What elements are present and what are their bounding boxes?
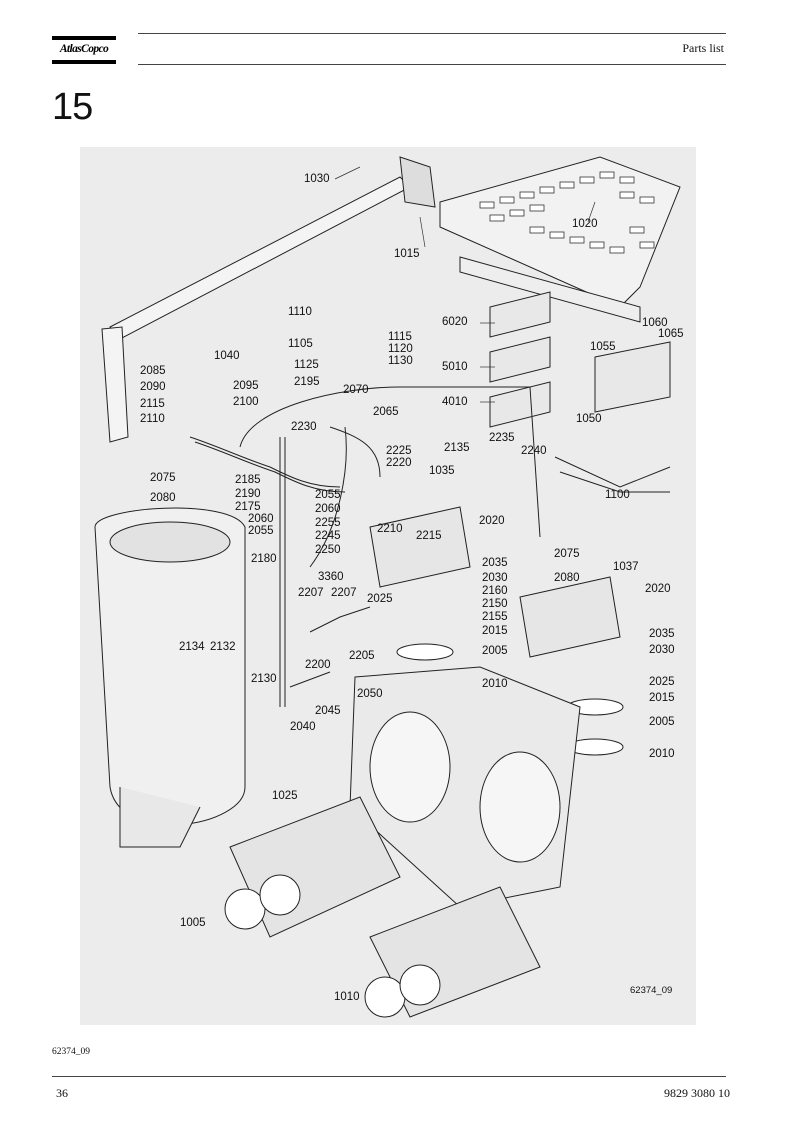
page-number: 36 [56,1086,68,1100]
callout-2015-right: 2015 [649,692,675,704]
callout-2090: 2090 [140,381,166,393]
callout-2235: 2235 [489,432,515,444]
callout-2180: 2180 [251,553,277,565]
callout-1005: 1005 [180,917,206,929]
callout-1035: 1035 [429,465,455,477]
callout-2175: 2175 [235,501,261,513]
callout-2025: 2025 [367,593,393,605]
page-title: Parts list [682,41,724,55]
callout-1050: 1050 [576,413,602,425]
callout-1125: 1125 [294,359,319,371]
parts-illustration [94,156,681,1018]
callout-2015: 2015 [482,625,508,637]
callout-1120: 1120 [388,343,413,355]
callout-1105: 1105 [288,338,313,350]
callout-2060-mid: 2060 [315,503,341,515]
callout-2080: 2080 [150,492,176,504]
footer-rule [52,1076,726,1077]
callout-1130: 1130 [388,355,413,367]
logo-text: AtlasCopco [59,43,109,55]
header-rule-bottom [138,64,726,65]
callout-2035: 2035 [482,557,508,569]
callout-2025-right: 2025 [649,676,675,688]
section-number: 15 [52,86,93,128]
callout-2080-right: 2080 [554,572,580,584]
callout-2030-right: 2030 [649,644,675,656]
callout-1020: 1020 [572,218,598,230]
callout-5010: 5010 [442,361,468,373]
drawing-reference: 62374_09 [630,985,673,996]
callout-2070: 2070 [343,384,369,396]
callout-2134: 2134 [179,641,205,653]
callout-1065: 1065 [658,328,684,340]
callout-2155: 2155 [482,611,508,623]
callout-2005: 2005 [482,645,508,657]
callout-2005-right: 2005 [649,716,675,728]
callout-2205: 2205 [349,650,375,662]
callout-2220: 2220 [386,457,412,469]
callout-2210: 2210 [377,523,403,535]
callout-2245: 2245 [315,530,341,542]
callout-2115: 2115 [140,398,165,410]
callout-2030: 2030 [482,572,508,584]
callout-2040: 2040 [290,721,316,733]
callout-2150: 2150 [482,598,508,610]
callout-2200: 2200 [305,659,331,671]
callout-2132: 2132 [210,641,236,653]
atlas-copco-logo: AtlasCopco [52,36,116,66]
callout-2085: 2085 [140,365,166,377]
callout-2230: 2230 [291,421,317,433]
callout-1040: 1040 [214,350,240,362]
callout-2207-left: 2207 [298,587,324,599]
callout-2215: 2215 [416,530,442,542]
callout-1030: 1030 [304,173,330,185]
callout-2135: 2135 [444,442,470,454]
callout-2195: 2195 [294,376,320,388]
callout-1010: 1010 [334,991,360,1003]
callout-2035-right: 2035 [649,628,675,640]
callout-2075: 2075 [150,472,176,484]
callout-6020: 6020 [442,316,468,328]
figure-reference: 62374_09 [52,1047,90,1057]
callout-2055-mid: 2055 [315,489,341,501]
exploded-parts-drawing: 1030 1015 1020 1110 6020 1060 1065 1105 … [80,147,696,1025]
callout-2225: 2225 [386,445,412,457]
callout-1100: 1100 [605,489,630,501]
document-number: 9829 3080 10 [664,1086,730,1100]
callout-2130: 2130 [251,673,277,685]
callout-2020: 2020 [479,515,505,527]
callout-2010: 2010 [482,678,508,690]
callout-2050: 2050 [357,688,383,700]
callout-2250: 2250 [315,544,341,556]
callout-2185: 2185 [235,474,261,486]
logo-top-bar [52,36,116,40]
callout-2055: 2055 [248,525,274,537]
callout-1025: 1025 [272,790,298,802]
callout-2100: 2100 [233,396,259,408]
header-rule-top [138,33,726,34]
callout-2010-right: 2010 [649,748,675,760]
callout-2110: 2110 [140,413,165,425]
callout-2075-right: 2075 [554,548,580,560]
callout-2190: 2190 [235,488,261,500]
callout-2065: 2065 [373,406,399,418]
callout-3360: 3360 [318,571,344,583]
callout-2020-right: 2020 [645,583,671,595]
callout-2160: 2160 [482,585,508,597]
logo-bottom-bar [52,60,116,64]
callout-1015: 1015 [394,248,420,260]
callout-1115: 1115 [388,331,412,343]
callout-1060: 1060 [642,317,668,329]
callout-1110: 1110 [288,306,312,318]
callout-2255: 2255 [315,517,341,529]
callout-2060: 2060 [248,513,274,525]
callout-1037: 1037 [613,561,639,573]
callout-4010: 4010 [442,396,468,408]
callout-2207-right: 2207 [331,587,357,599]
callout-2045: 2045 [315,705,341,717]
callout-2240: 2240 [521,445,547,457]
callout-1055: 1055 [590,341,616,353]
callout-2095: 2095 [233,380,259,392]
